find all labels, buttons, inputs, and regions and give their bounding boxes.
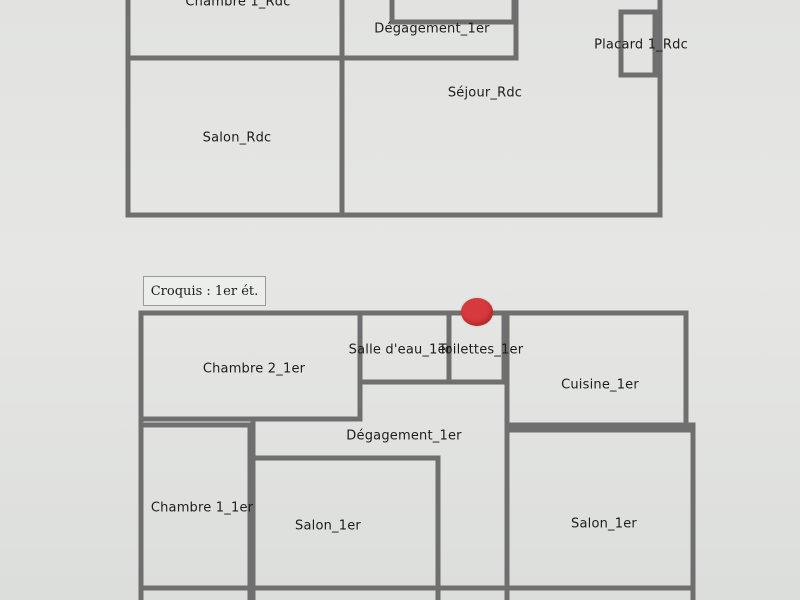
wall-degagement <box>250 416 363 600</box>
room-label-salon-1er-right: Salon_1er <box>571 516 637 532</box>
room-label-degagement-top: Dégagement_1er <box>374 21 490 37</box>
room-label-salon-rdc: Salon_Rdc <box>202 130 272 146</box>
ground-floor-outer-wall <box>125 0 663 218</box>
room-label-chambre1-rdc: Chambre 1_Rdc <box>185 0 291 10</box>
room-label-placard1-rdc: Placard 1_Rdc <box>594 37 688 53</box>
first-floor-plan <box>138 310 696 600</box>
wall-inner-box <box>389 0 517 25</box>
room-label-cuisine-1er: Cuisine_1er <box>561 377 639 393</box>
plan-caption: Croquis : 1er ét. <box>143 276 266 306</box>
room-label-degagement-1er: Dégagement_1er <box>346 428 462 444</box>
ground-floor-plan <box>125 0 663 218</box>
room-label-salon-1er-left: Salon_1er <box>295 518 361 534</box>
first-floor-outer-wall <box>138 310 696 600</box>
room-label-chambre1-1er: Chambre 1_1er <box>150 500 254 516</box>
room-label-sejour-rdc: Séjour_Rdc <box>447 85 523 101</box>
room-label-chambre2-1er: Chambre 2_1er <box>202 361 306 377</box>
wall-placard <box>618 9 658 78</box>
location-marker[interactable] <box>461 298 493 326</box>
wall-salon-left <box>250 455 441 600</box>
room-label-salle-eau-1er: Salle d'eau_1er <box>348 342 452 358</box>
room-label-toilettes-1er: Toilettes_1er <box>438 342 524 358</box>
